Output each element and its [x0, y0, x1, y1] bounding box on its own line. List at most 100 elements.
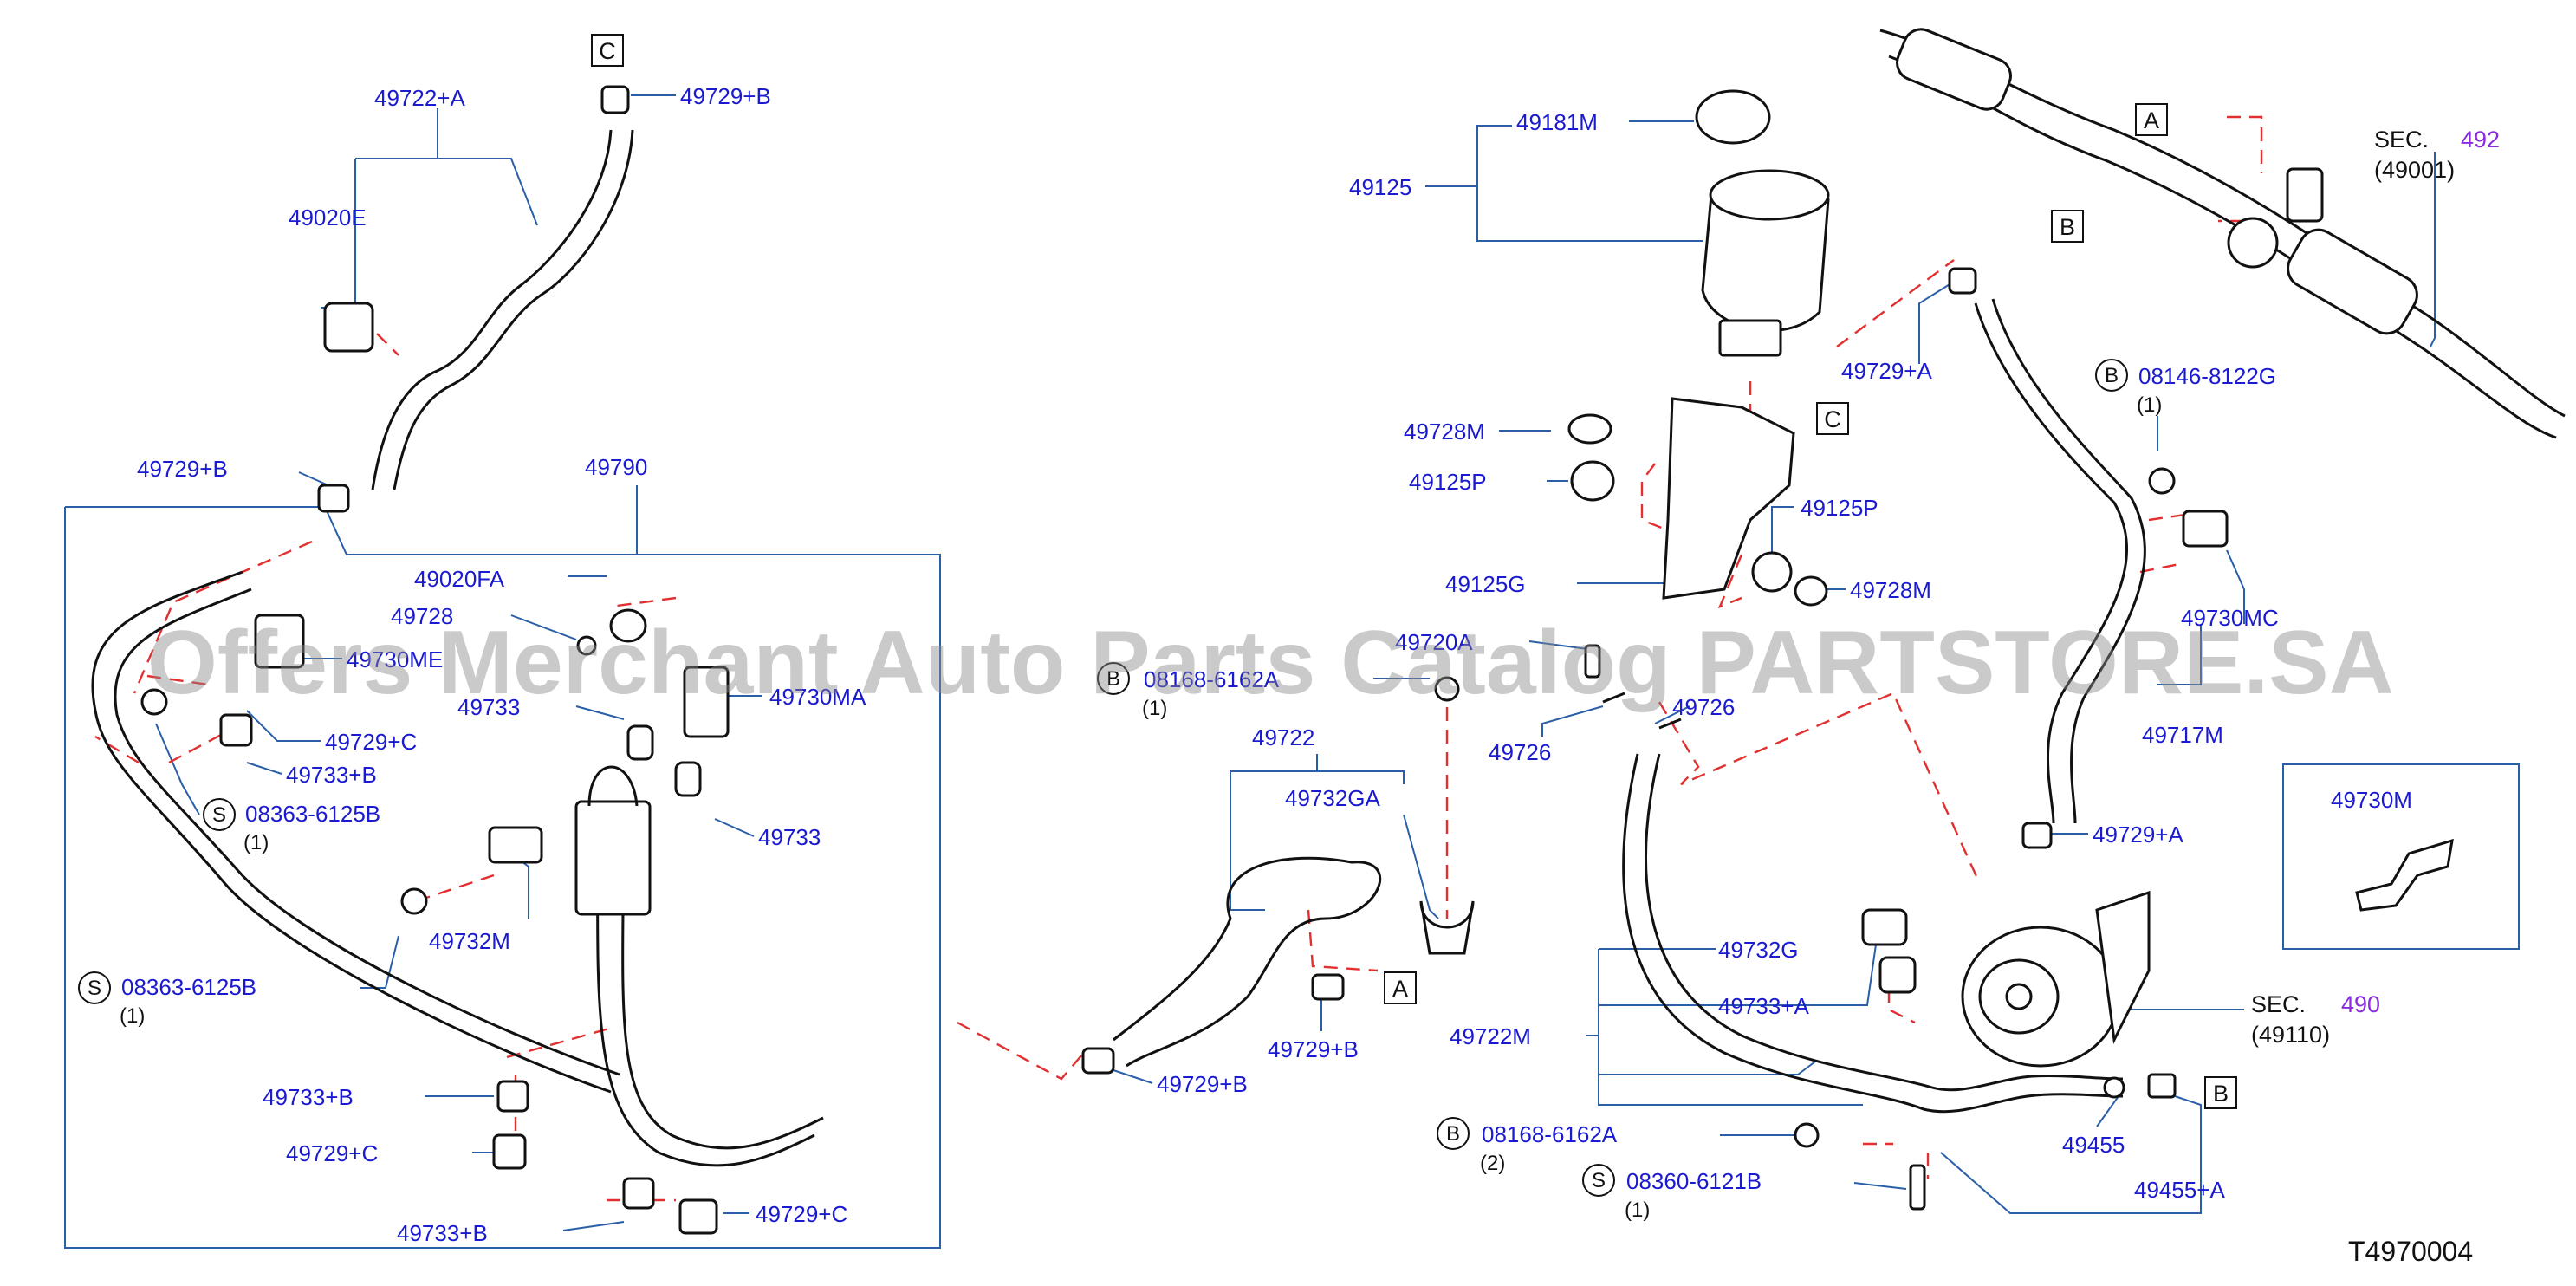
grommet-49728m-right — [1794, 575, 1828, 607]
label-49455-a[interactable]: 49455+A — [2134, 1177, 2225, 1203]
label-49728m-upper[interactable]: 49728M — [1404, 419, 1485, 445]
sec-492-label: SEC. — [2374, 127, 2429, 153]
bracket-49730mc — [2182, 510, 2229, 548]
ref-circle-s-lower: S — [88, 977, 101, 1000]
label-49729-c-bottom[interactable]: 49729+C — [756, 1201, 847, 1227]
label-49733-lower[interactable]: 49733 — [758, 824, 821, 850]
ref-circle-s-pump: S — [1592, 1169, 1606, 1192]
clip-49733-b-lower — [496, 1080, 529, 1113]
label-49125g[interactable]: 49125G — [1445, 571, 1526, 597]
bolt-49455-a — [2147, 1073, 2177, 1099]
label-49728[interactable]: 49728 — [391, 603, 453, 629]
label-49729-b-left[interactable]: 49729+B — [137, 456, 228, 482]
grommet-49728m-upper — [1567, 413, 1612, 445]
bolt-08363-6125b-upper — [140, 688, 168, 716]
label-49730ma[interactable]: 49730MA — [769, 684, 866, 710]
label-49732g[interactable]: 49732G — [1718, 937, 1799, 963]
grommet-49733-lower — [674, 761, 702, 797]
bracket-49732ga — [1419, 900, 1475, 955]
ref-box-a-middle: A — [1392, 976, 1408, 1002]
hose-49722-a — [371, 129, 613, 490]
bolt-08363-6125b-lower — [400, 887, 428, 915]
hose-49722 — [1113, 856, 1382, 1068]
fitting-49020e — [323, 302, 374, 353]
label-49722[interactable]: 49722 — [1252, 724, 1314, 750]
label-49728m-right[interactable]: 49728M — [1850, 577, 1931, 603]
qty-08168-6162a-mid: (1) — [1142, 697, 1167, 720]
label-49733-b-bottom[interactable]: 49733+B — [397, 1220, 488, 1246]
label-49732ga[interactable]: 49732GA — [1285, 785, 1381, 811]
ref-box-b-rack: B — [2060, 214, 2075, 240]
ref-circle-b-right: B — [2105, 364, 2119, 387]
sec-490-ref: (49110) — [2251, 1022, 2330, 1048]
sec-490-number[interactable]: 490 — [2341, 991, 2380, 1017]
label-49020e[interactable]: 49020E — [289, 205, 367, 231]
label-49733-b-upper[interactable]: 49733+B — [286, 762, 377, 788]
label-49730mc[interactable]: 49730MC — [2181, 605, 2279, 631]
parts — [91, 28, 2566, 1235]
ref-box-c-reservoir: C — [1824, 406, 1841, 432]
label-49732m[interactable]: 49732M — [429, 928, 510, 954]
label-49125p-right[interactable]: 49125P — [1801, 495, 1878, 521]
label-49726-left[interactable]: 49726 — [1489, 739, 1551, 765]
label-49733-b-lower[interactable]: 49733+B — [263, 1084, 354, 1110]
sec-492-ref: (49001) — [2374, 157, 2455, 183]
label-49717m[interactable]: 49717M — [2142, 722, 2223, 748]
clamp-49729-a-top — [1948, 267, 1977, 295]
label-49729-c-lower[interactable]: 49729+C — [286, 1140, 378, 1166]
reference-markers: C A B C A B S S B B B S — [78, 34, 2237, 1197]
grommet-49733-a — [1878, 956, 1917, 994]
ref-circle-b-mid: B — [1106, 667, 1120, 691]
washer-49455 — [2103, 1076, 2125, 1099]
label-49790[interactable]: 49790 — [585, 454, 647, 480]
clip-49733-b-upper — [219, 713, 253, 747]
grommet-49020fa — [609, 608, 647, 643]
ring-49726-left — [1602, 692, 1625, 704]
label-49720a[interactable]: 49720A — [1395, 629, 1473, 655]
label-08146-8122g[interactable]: 08146-8122G — [2138, 363, 2276, 389]
label-49729-a-mid[interactable]: 49729+A — [2093, 822, 2183, 848]
sec-492-number[interactable]: 492 — [2461, 127, 2500, 153]
bracket-49732m — [488, 826, 543, 864]
clip-49729-c-bottom — [678, 1198, 718, 1235]
clip-49729-c-lower — [492, 1133, 527, 1170]
bolt-08168-6162a-mid — [1434, 676, 1460, 702]
label-49733-a[interactable]: 49733+A — [1718, 993, 1809, 1019]
label-49125[interactable]: 49125 — [1349, 174, 1411, 200]
label-49020fa[interactable]: 49020FA — [414, 566, 505, 592]
label-49125p-left[interactable]: 49125P — [1409, 469, 1487, 495]
label-49722-a[interactable]: 49722+A — [374, 85, 465, 111]
label-08363-6125b-upper[interactable]: 08363-6125B — [245, 801, 380, 827]
qty-08363-6125b-upper: (1) — [243, 831, 269, 854]
qty-08146-8122g: (1) — [2137, 393, 2162, 417]
label-08363-6125b-lower[interactable]: 08363-6125B — [121, 974, 256, 1000]
label-49730me[interactable]: 49730ME — [347, 646, 443, 672]
qty-08168-6162a-lower: (2) — [1480, 1152, 1505, 1175]
label-49726-right[interactable]: 49726 — [1672, 694, 1735, 720]
label-49729-b-middle[interactable]: 49729+B — [1157, 1071, 1248, 1097]
label-49729-b-center[interactable]: 49729+B — [1268, 1036, 1359, 1062]
clamp-49729-b-top — [600, 85, 630, 114]
bracket-49730me — [254, 614, 305, 669]
label-49730m[interactable]: 49730M — [2331, 787, 2412, 813]
label-49733-upper[interactable]: 49733 — [457, 694, 520, 720]
label-08360-6121b[interactable]: 08360-6121B — [1626, 1168, 1762, 1194]
label-49181m[interactable]: 49181M — [1516, 109, 1598, 135]
watermark: Offers Merchant Auto Parts Catalog PARTS… — [147, 613, 2394, 713]
label-08168-6162a-lower[interactable]: 08168-6162A — [1482, 1121, 1618, 1147]
label-49722m[interactable]: 49722M — [1450, 1023, 1531, 1049]
label-08168-6162a-mid[interactable]: 08168-6162A — [1144, 666, 1280, 692]
label-49455[interactable]: 49455 — [2062, 1132, 2125, 1158]
label-49729-a-top[interactable]: 49729+A — [1841, 358, 1932, 384]
label-49729-c-upper[interactable]: 49729+C — [325, 729, 417, 755]
grommet-49125p-left — [1570, 460, 1615, 502]
label-49729-b-top[interactable]: 49729+B — [680, 83, 771, 109]
hose-return — [1974, 302, 2128, 824]
bolt-08360-6121b — [1909, 1164, 1926, 1211]
grommet-49728 — [576, 635, 597, 656]
clip-49733-b-bottom — [622, 1177, 655, 1210]
cap-49181m — [1695, 89, 1771, 145]
ref-box-b-pump: B — [2213, 1081, 2229, 1107]
clamp-49729-b-middle — [1081, 1047, 1115, 1075]
grommet-49125p-right — [1751, 551, 1793, 593]
